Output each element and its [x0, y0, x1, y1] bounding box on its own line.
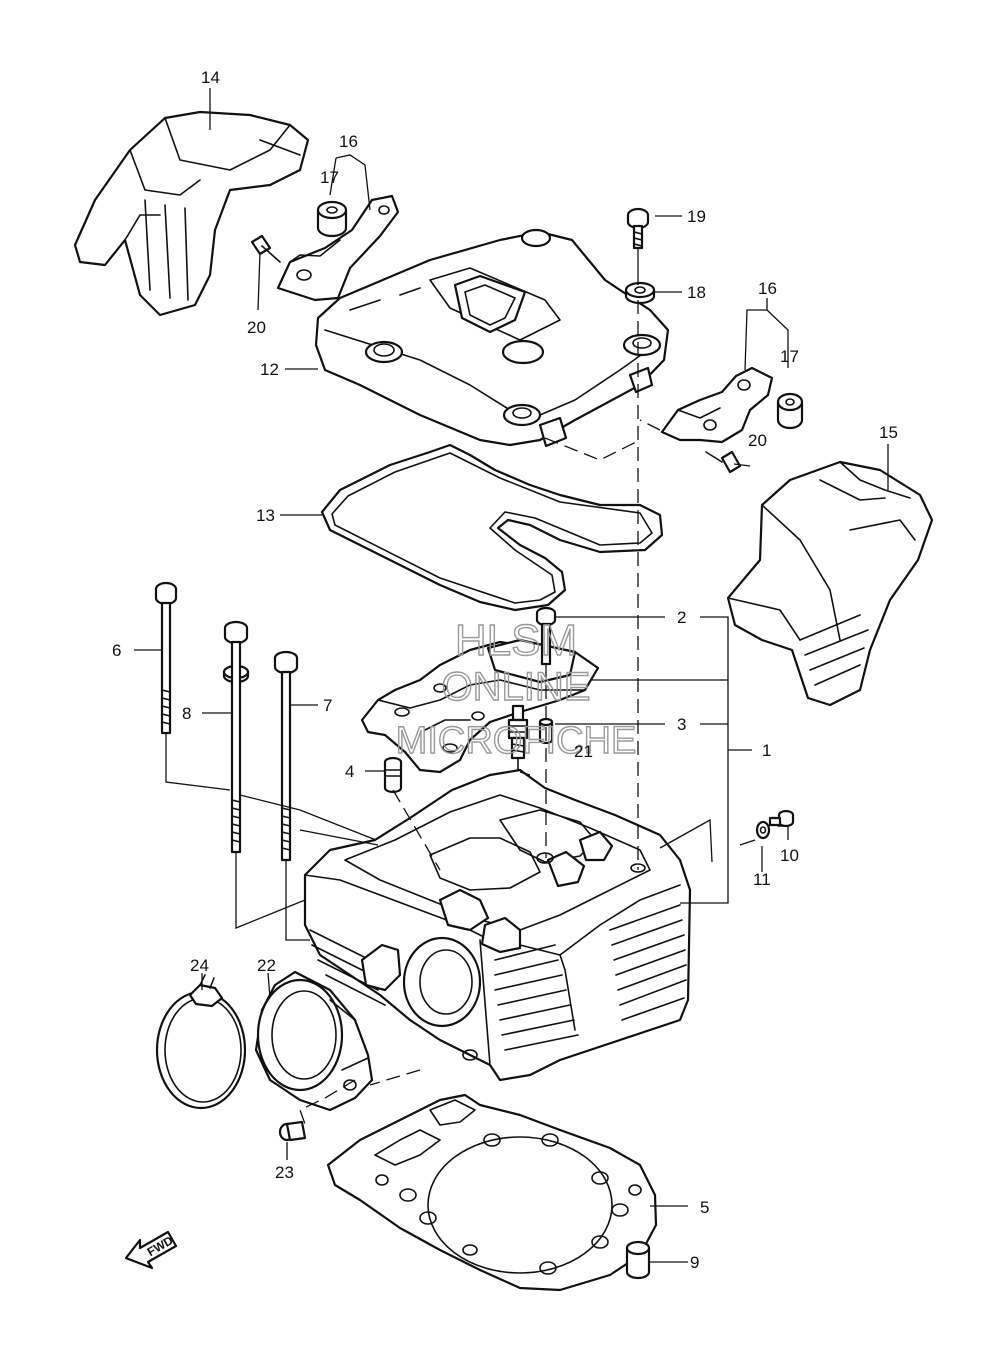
spark-plug — [507, 704, 529, 773]
cylinder-head-cover — [314, 228, 670, 448]
callout-4: 4 — [345, 762, 354, 781]
screw-23 — [278, 1120, 307, 1142]
callout-9: 9 — [690, 1253, 699, 1272]
callout-3: 3 — [677, 715, 686, 734]
intake-pipe — [254, 970, 374, 1112]
callout-14: 14 — [201, 68, 220, 87]
cover-washer — [624, 281, 656, 305]
callout-labels: 14 16 17 20 12 19 18 16 17 20 15 13 2 6 … — [112, 68, 898, 1272]
callout-20-right: 20 — [748, 431, 767, 450]
callout-23: 23 — [275, 1163, 294, 1182]
watermark-line-2: ONLINE — [442, 665, 591, 709]
head-cover-shroud-front — [73, 110, 310, 317]
callout-10: 10 — [780, 846, 799, 865]
head-bolt-7 — [273, 650, 299, 862]
oil-jet-4 — [383, 756, 403, 794]
watermark-line-1: HLSM — [455, 616, 577, 665]
callout-2: 2 — [677, 608, 686, 627]
callout-16-upper: 16 — [339, 132, 358, 151]
callout-6: 6 — [112, 641, 121, 660]
callout-13: 13 — [256, 506, 275, 525]
callout-24: 24 — [190, 956, 209, 975]
callout-20-upper: 20 — [247, 318, 266, 337]
dowel-9 — [625, 1240, 651, 1280]
camshaft-holder — [360, 638, 600, 774]
bracket-upper — [276, 194, 400, 302]
callout-7: 7 — [323, 696, 332, 715]
bracket-right — [660, 366, 774, 444]
callout-16-right: 16 — [758, 279, 777, 298]
washer-11 — [755, 820, 771, 840]
callout-15: 15 — [879, 423, 898, 442]
head-bolt-6 — [154, 581, 178, 735]
callout-19: 19 — [687, 207, 706, 226]
bolt-20-right — [705, 450, 742, 474]
callout-17-right: 17 — [780, 347, 799, 366]
bolt-20-upper — [250, 234, 281, 263]
grommet-right — [776, 392, 804, 430]
watermark: HLSM ONLINE MICROFICHE — [395, 615, 637, 762]
cover-gasket — [320, 443, 664, 612]
watermark-line-3: MICROFICHE — [396, 720, 637, 762]
intake-clamp — [155, 974, 247, 1110]
cylinder-head — [303, 768, 692, 1082]
assembly-lines — [134, 88, 889, 1263]
callout-12: 12 — [260, 360, 279, 379]
callout-18: 18 — [687, 283, 706, 302]
callout-1: 1 — [762, 741, 771, 760]
grommet-upper — [316, 200, 348, 238]
head-cover-shroud-rear — [726, 460, 934, 707]
callout-11: 11 — [753, 870, 771, 889]
callout-8: 8 — [182, 704, 191, 723]
callout-21: 21 — [574, 742, 593, 761]
head-bolt-8 — [222, 620, 250, 854]
callout-17-upper: 17 — [320, 168, 339, 187]
cover-bolt — [626, 207, 650, 250]
callout-5: 5 — [700, 1198, 709, 1217]
callout-22: 22 — [257, 956, 276, 975]
bolt-10 — [768, 809, 795, 828]
head-gasket — [326, 1093, 658, 1292]
forward-direction-arrow: FWD — [124, 1230, 178, 1270]
